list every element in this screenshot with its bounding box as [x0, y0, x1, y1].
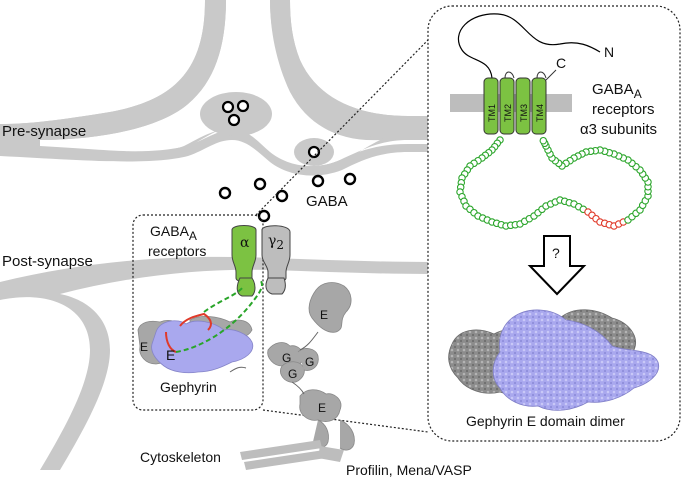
alpha-label: α: [240, 235, 250, 251]
tm1-label: TM1: [487, 104, 497, 122]
tm2-label: TM2: [503, 104, 513, 122]
gaba-a-label: GABAA: [150, 223, 197, 243]
profilin-label: Profilin, Mena/VASP: [346, 462, 472, 478]
pre-synapse-label: Pre-synapse: [2, 123, 86, 140]
inset-title-gaba-a: GABAA: [592, 81, 642, 101]
c-terminus-label: C: [556, 55, 566, 71]
zoom-connectors: [255, 39, 429, 433]
post-synapse-label: Post-synapse: [2, 253, 93, 270]
cytoskeleton-filaments: [240, 440, 344, 470]
question-mark: ?: [552, 245, 560, 261]
loop-residue: [539, 136, 548, 145]
e-label-right-top: E: [320, 308, 328, 322]
tm4-label: TM4: [535, 104, 545, 122]
question-arrow: ?: [527, 235, 587, 296]
presynaptic-terminal: [0, 0, 430, 176]
inset-title-subunits: α3 subunits: [580, 121, 657, 138]
postsynaptic-membrane: [0, 256, 430, 470]
gephyrin-label: Gephyrin: [160, 379, 217, 395]
intracellular-loop: [456, 136, 652, 230]
gaba-label: GABA: [306, 193, 348, 210]
receptor-cluster-box: [132, 214, 264, 411]
gephyrin-network: [267, 282, 355, 451]
inset-title-receptors: receptors: [592, 101, 655, 118]
alpha-subunit: [231, 225, 257, 283]
e-label-blue: E: [166, 347, 175, 363]
gamma2-label: γ2: [268, 233, 284, 252]
e-label-right-bottom: E: [318, 401, 326, 415]
synaptic-vesicle: [221, 99, 321, 159]
g-label-1: G: [282, 351, 291, 365]
e-label-gray-left: E: [140, 340, 148, 354]
gaba-molecules: [218, 172, 357, 223]
n-terminus-label: N: [604, 44, 614, 60]
gephyrin-e-dimer: [448, 309, 660, 411]
gephyrin-complex: [137, 279, 263, 374]
inset-caption: Gephyrin E domain dimer: [466, 413, 625, 429]
alpha3-inset: TM1 TM2 TM3 TM4 N C GABAA receptors α3 s…: [427, 5, 681, 442]
vesicle-compartment: [200, 92, 272, 136]
tm-helices: [483, 77, 547, 135]
tm3-label: TM3: [519, 104, 529, 122]
g-label-2: G: [288, 367, 297, 381]
gaba-a-receptor: [231, 225, 291, 297]
gephyrin-e-blue: [151, 320, 254, 374]
cytoskeleton-label: Cytoskeleton: [140, 449, 221, 465]
gamma2-subunit: [261, 225, 291, 283]
receptors-label: receptors: [148, 243, 206, 259]
g-label-3: G: [305, 355, 314, 369]
